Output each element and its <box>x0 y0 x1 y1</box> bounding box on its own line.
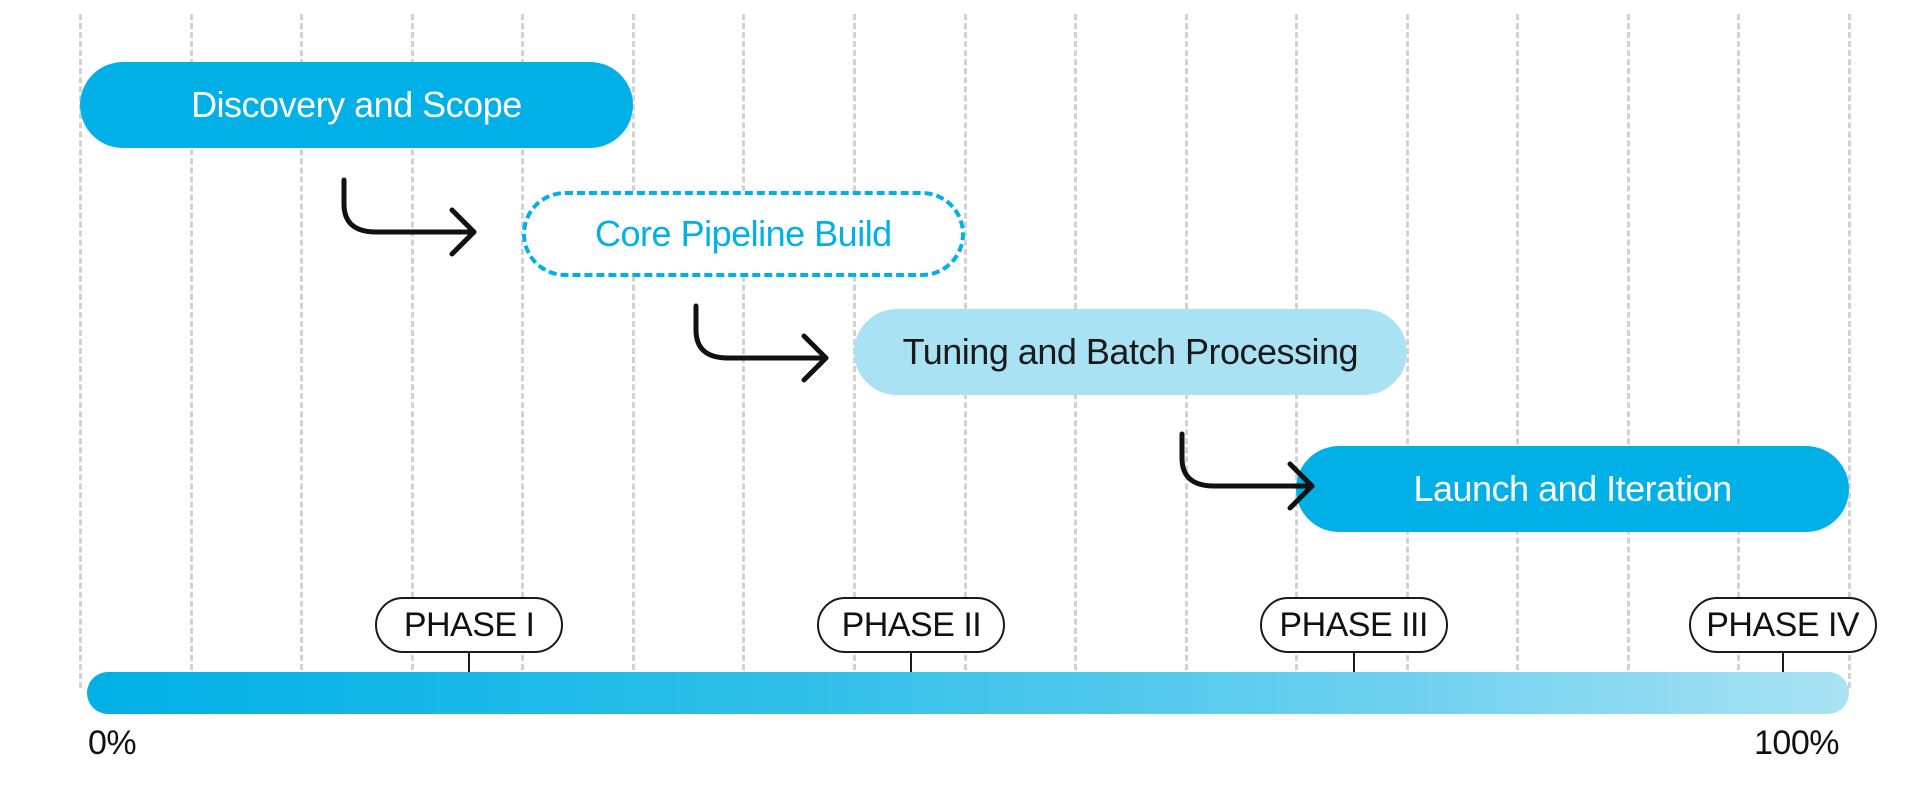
task-core-pipeline-build: Core Pipeline Build <box>522 191 965 277</box>
curved-arrow-icon <box>341 177 477 257</box>
grid-line <box>631 14 635 688</box>
phase-tick <box>1781 652 1784 672</box>
phase-text: PHASE III <box>1279 605 1428 644</box>
task-label: Core Pipeline Build <box>595 213 892 254</box>
task-launch-and-iteration: Launch and Iteration <box>1296 446 1849 532</box>
phase-tick <box>1352 652 1355 672</box>
phase-label-2: PHASE II <box>817 597 1006 653</box>
task-label: Tuning and Batch Processing <box>902 331 1359 372</box>
curved-arrow-icon <box>1179 431 1315 511</box>
task-label: Launch and Iteration <box>1413 468 1732 509</box>
axis-end-label: 100% <box>1754 724 1839 762</box>
curved-arrow-icon <box>693 303 829 383</box>
grid-line <box>742 14 746 688</box>
grid-line <box>79 14 82 688</box>
progress-bar <box>87 672 1849 714</box>
phase-label-1: PHASE I <box>375 597 564 653</box>
grid-line <box>410 14 414 688</box>
grid-line <box>521 14 525 688</box>
phase-text: PHASE IV <box>1706 605 1860 644</box>
phase-text: PHASE I <box>403 605 535 644</box>
phase-tick <box>910 652 913 672</box>
grid-line <box>1626 14 1630 688</box>
phase-label-3: PHASE III <box>1259 597 1448 653</box>
grid-line <box>1848 14 1851 688</box>
task-label: Discovery and Scope <box>191 84 522 125</box>
task-discovery-and-scope: Discovery and Scope <box>80 62 633 148</box>
phase-tick <box>468 652 471 672</box>
grid-line <box>300 14 304 688</box>
phase-label-4: PHASE IV <box>1688 597 1877 653</box>
grid-line <box>1405 14 1409 688</box>
grid-line <box>1737 14 1741 688</box>
axis-start-label: 0% <box>88 724 137 762</box>
phase-text: PHASE II <box>841 605 982 644</box>
grid-line <box>189 14 193 688</box>
grid-line <box>1516 14 1520 688</box>
task-tuning-and-batch-processing: Tuning and Batch Processing <box>853 309 1407 395</box>
